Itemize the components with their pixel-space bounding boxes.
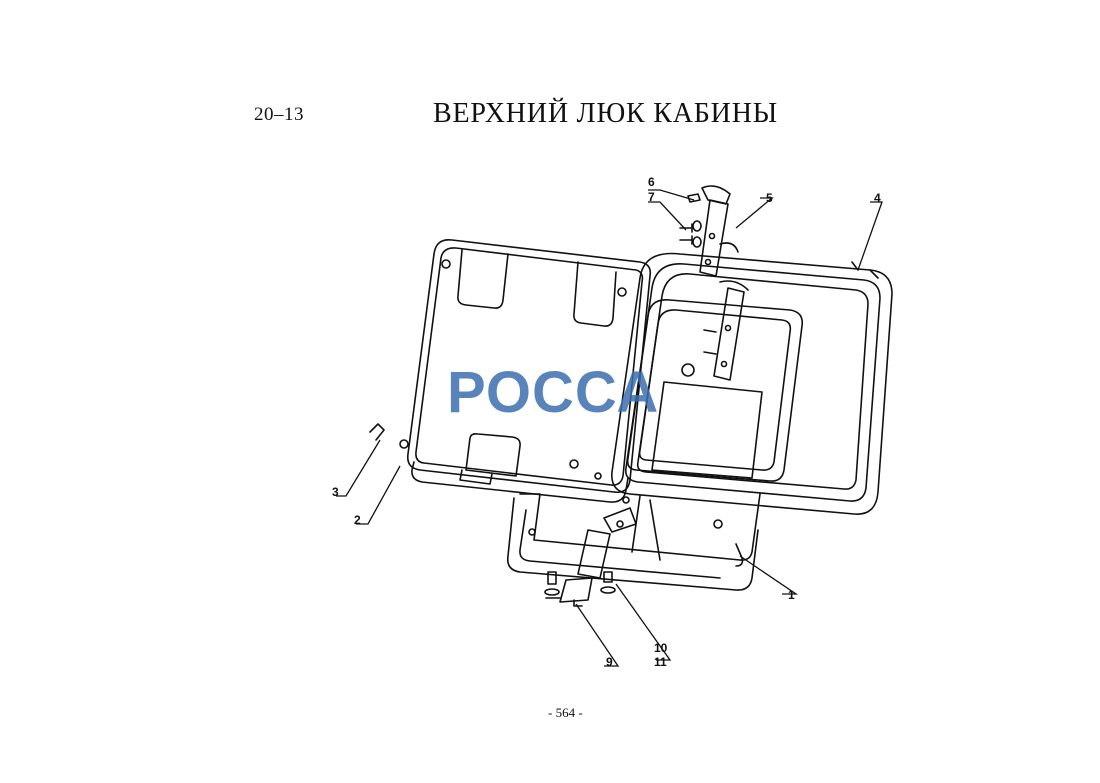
base-frame-part [506,299,804,591]
leader-lines [336,189,883,667]
page-title: ВЕРХНИЙ ЛЮК КАБИНЫ [433,98,778,129]
callout-2: 2 [354,513,361,527]
callout-10: 10 [654,641,668,655]
seal-frame-part [611,252,893,515]
callout-9: 9 [606,655,613,669]
callout-11: 11 [654,655,667,669]
callout-4: 4 [874,191,881,205]
section-code: 20–13 [254,104,304,125]
watermark-text: РОССА [447,360,659,425]
page-number: - 564 - [548,705,583,720]
callout-3: 3 [332,485,339,499]
lower-hinge-part [559,496,637,607]
upper-fasteners [679,193,717,355]
callout-7: 7 [648,190,655,204]
upper-hinge-part [699,185,749,381]
callout-labels: 1 2 3 4 5 6 7 9 10 11 [332,175,881,669]
callout-6: 6 [648,175,655,189]
hatch-cover-part [399,238,652,503]
lower-fasteners [544,571,616,599]
callout-5: 5 [766,191,773,205]
callout-1: 1 [788,588,795,602]
watermark-logo: РОССА [447,360,659,425]
clip-part [369,423,385,441]
